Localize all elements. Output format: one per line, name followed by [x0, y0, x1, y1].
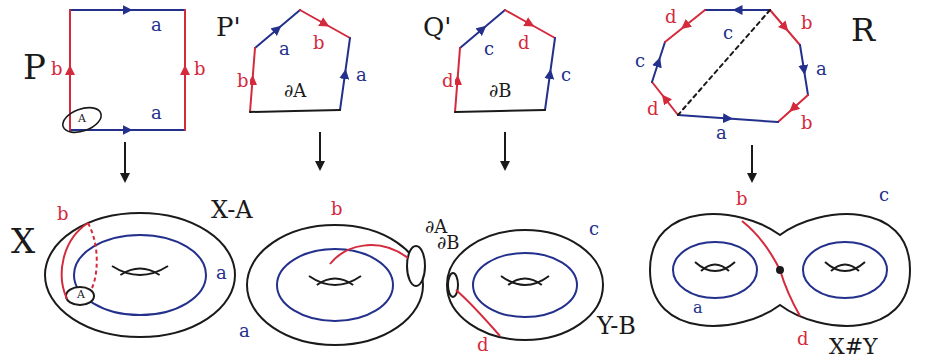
edge-label: b — [56, 205, 70, 223]
edge-label: A — [76, 289, 86, 300]
edge-label: a — [150, 16, 163, 34]
base-point — [777, 267, 783, 273]
longitude-loop-back — [88, 223, 97, 288]
polygon-edge — [652, 42, 665, 82]
hole-arc — [695, 262, 735, 271]
boundary-circle — [407, 246, 425, 286]
space-name: R — [850, 14, 876, 46]
hole-arc — [309, 276, 361, 285]
dashed-diagonal — [678, 10, 770, 115]
torus-outline — [247, 225, 423, 345]
hole-arc — [112, 266, 168, 275]
space-name: X-A — [210, 198, 254, 222]
space-name: Q' — [422, 14, 452, 40]
edge-label: ∂B — [488, 82, 513, 100]
edge-label: b — [236, 72, 250, 90]
edge-label: b — [312, 34, 326, 52]
hole-arc — [508, 279, 542, 286]
meridian-loop — [74, 235, 206, 315]
torus-outline — [45, 213, 235, 337]
edge-label: b — [50, 60, 64, 78]
edge-label: a — [355, 66, 368, 84]
space-name: P' — [215, 14, 242, 40]
polygon-edge — [545, 38, 555, 110]
edge-label: b — [800, 14, 814, 32]
hole-arc — [701, 265, 729, 272]
hole-arc — [501, 276, 549, 285]
polygon-edge — [340, 38, 350, 110]
longitude-loop — [62, 223, 88, 299]
edge-label: c — [878, 186, 890, 204]
edge-label: a — [215, 264, 228, 282]
space-name: X#Y — [828, 336, 879, 358]
edge-label: a — [278, 40, 291, 58]
map-arrow — [504, 132, 506, 166]
map-arrow — [124, 142, 126, 178]
edge-label: d — [441, 72, 455, 90]
edge-label: b — [330, 200, 344, 218]
edge-label: a — [150, 104, 163, 122]
edge-label: A — [77, 113, 87, 124]
hole-arc — [831, 265, 859, 272]
disk-outline — [59, 103, 104, 137]
edge-label: ∂B — [436, 234, 461, 252]
surfaces — [45, 213, 910, 345]
edge-label: a — [238, 322, 251, 340]
map-arrow — [751, 145, 753, 178]
double-torus-outline — [650, 214, 910, 326]
edge-label: d — [646, 100, 660, 118]
edge-label: d — [664, 8, 678, 26]
edge-label: d — [476, 336, 490, 354]
edge-label: d — [796, 330, 810, 348]
space-name: P — [22, 50, 47, 84]
polygon-edge — [705, 9, 770, 11]
disk-outline — [66, 287, 94, 305]
map-arrows — [125, 132, 752, 178]
edge-label: ∂A — [283, 82, 307, 100]
space-name: X — [10, 224, 36, 258]
hole-arc — [120, 269, 159, 276]
edge-label: d — [517, 34, 531, 52]
polygon-edge — [184, 10, 186, 130]
longitude-loop — [780, 270, 800, 316]
meridian-loop — [673, 242, 757, 298]
edge-label: a — [715, 124, 728, 142]
meridian-loop — [473, 253, 577, 317]
meridian-loop — [803, 242, 887, 298]
edge-label: a — [815, 60, 828, 78]
edge-label: b — [800, 114, 814, 132]
polygon-edge — [70, 9, 185, 11]
polygon-edge — [455, 48, 460, 112]
hole-arc — [825, 262, 865, 271]
polygon-edge — [800, 45, 808, 95]
edge-label: c — [588, 220, 600, 238]
polygon-edge — [770, 10, 800, 45]
polygon-edges — [70, 10, 808, 130]
map-arrow — [319, 132, 321, 166]
longitude-loop — [742, 221, 780, 270]
edge-label: c — [560, 66, 572, 84]
hole-arc — [317, 279, 353, 286]
edge-label: b — [735, 190, 749, 208]
edge-label: b — [193, 60, 207, 78]
edge-label: c — [634, 52, 646, 70]
edge-label: c — [483, 40, 495, 58]
polygon-edge — [250, 110, 340, 112]
polygon-edge — [455, 110, 545, 112]
polygon-edge — [250, 48, 255, 112]
longitude-loop — [330, 245, 408, 264]
edge-label: c — [722, 24, 734, 42]
torus-outline — [447, 230, 603, 340]
space-name: Y-B — [596, 314, 637, 338]
boundary-circle — [448, 273, 458, 297]
polygon-edge — [69, 10, 71, 130]
edge-label: a — [692, 300, 704, 316]
polygon-edge — [678, 115, 778, 122]
longitude-loop — [456, 290, 500, 336]
